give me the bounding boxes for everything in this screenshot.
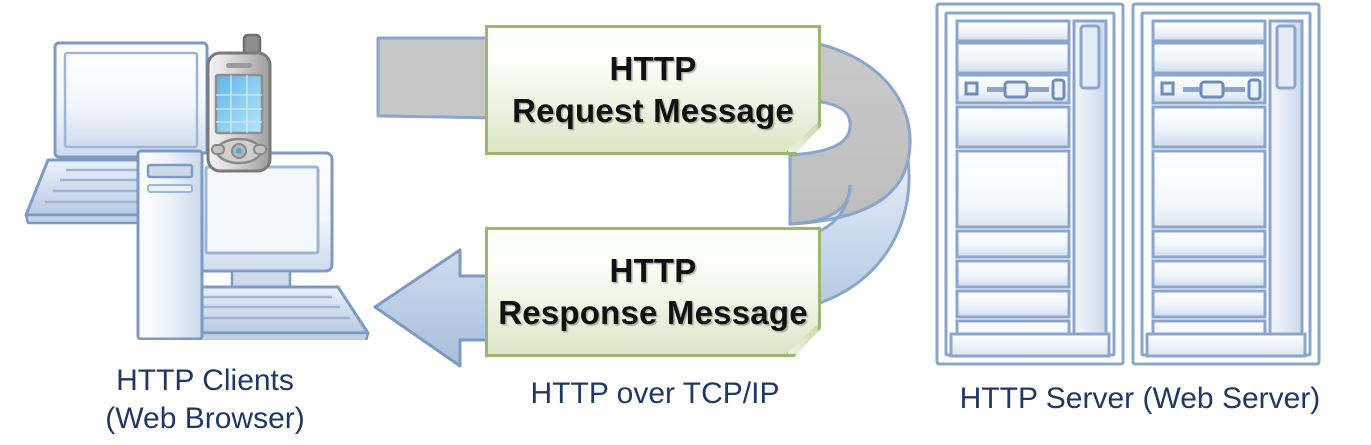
server-rack-2-icon	[1131, 2, 1321, 366]
request-line-2: Request Message	[512, 92, 794, 129]
request-line-1: HTTP	[609, 49, 697, 87]
server-racks-group	[935, 2, 1325, 374]
request-tail-band	[376, 36, 502, 120]
tower-pc-icon	[136, 149, 204, 341]
client-caption-line1: HTTP Clients	[116, 364, 294, 397]
desktop-monitor-icon	[152, 151, 370, 343]
http-request-message-box: HTTP Request Message	[485, 25, 821, 155]
http-response-message-box: HTTP Response Message	[485, 227, 821, 357]
client-devices-svg	[24, 33, 370, 343]
response-line-2: Response Message	[498, 294, 808, 331]
response-line-1: HTTP	[609, 251, 697, 289]
server-caption: HTTP Server (Web Server)	[959, 382, 1321, 415]
mobile-phone-icon	[206, 33, 272, 173]
server-rack-1-icon	[935, 2, 1125, 366]
protocol-caption: HTTP over TCP/IP	[530, 377, 780, 410]
client-devices-group	[20, 25, 390, 343]
server-racks-svg	[935, 2, 1321, 366]
client-caption-line2: (Web Browser)	[105, 401, 305, 435]
client-caption: HTTP Clients (Web Browser)	[40, 362, 370, 438]
